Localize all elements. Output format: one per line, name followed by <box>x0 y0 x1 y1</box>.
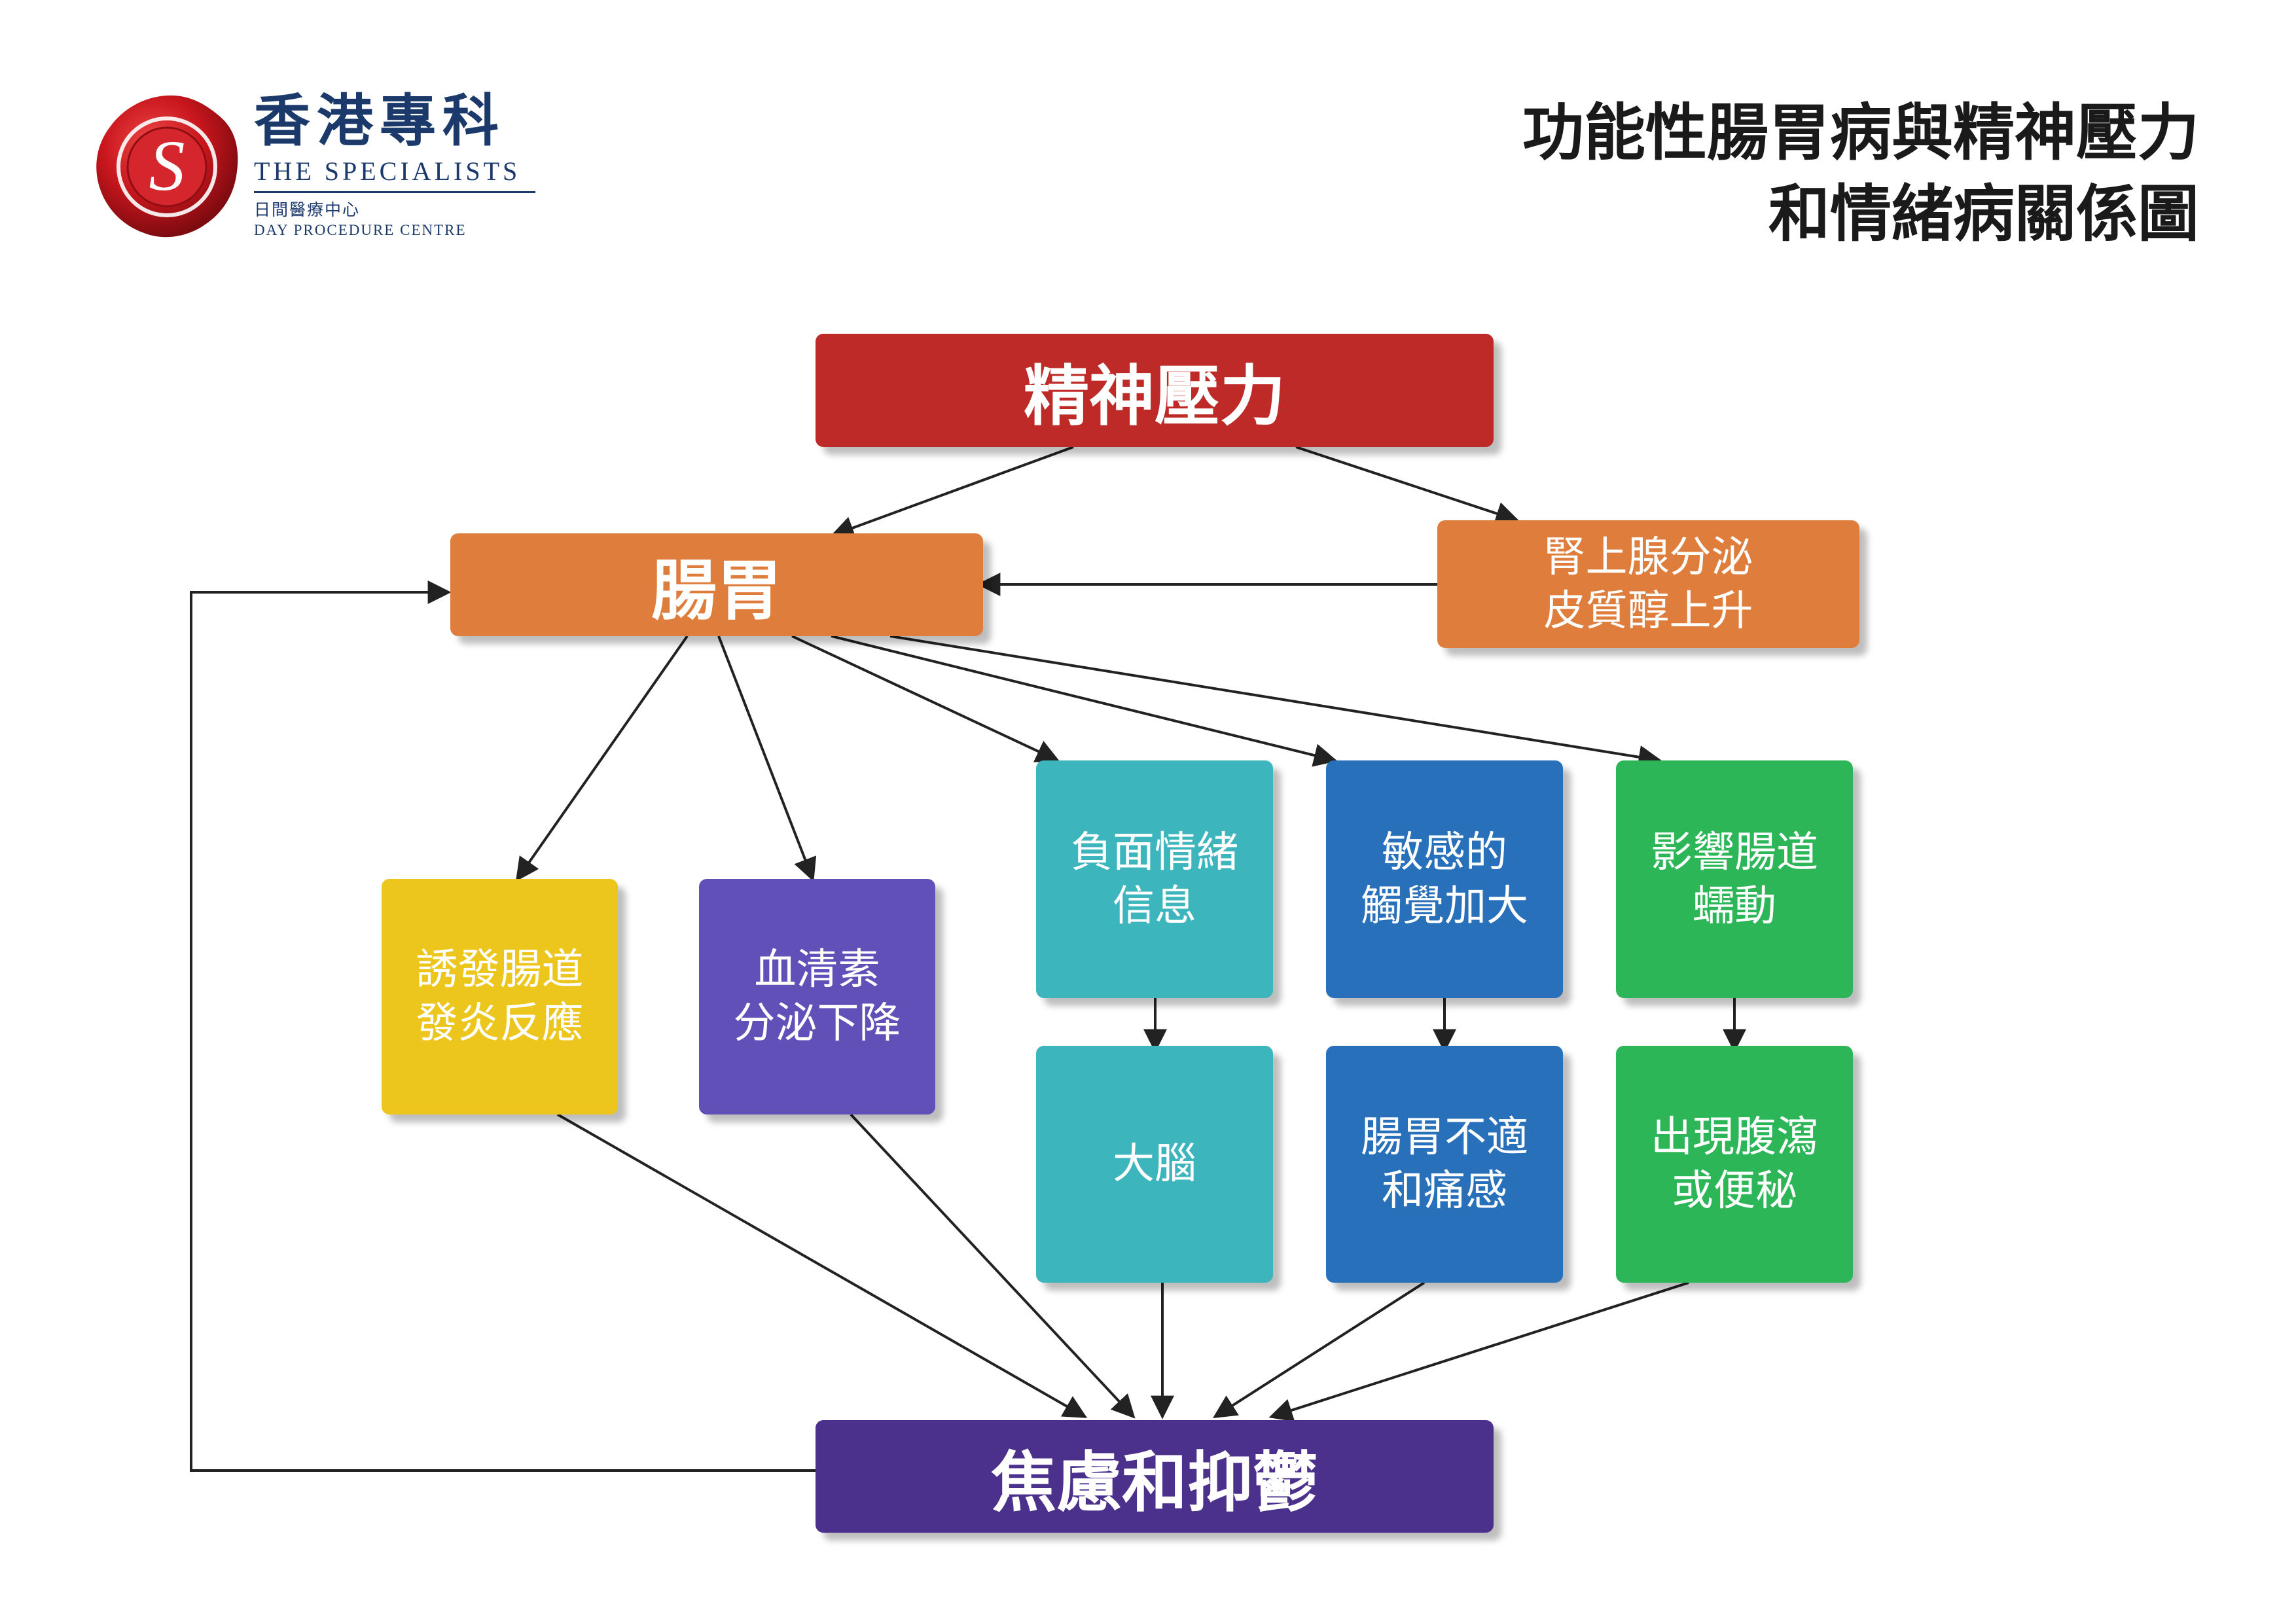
arrow-bowel-to-anxiety <box>1268 1281 1689 1422</box>
node-motility-line1: 影響腸道 <box>1651 828 1818 877</box>
node-mental-stress: 精神壓力 <box>816 334 1494 447</box>
node-bowel-line1: 出現腹瀉 <box>1651 1113 1818 1162</box>
node-bowel-line2: 或便秘 <box>1672 1167 1797 1215</box>
arrow-serotonin-to-anxiety <box>850 1113 1136 1419</box>
node-anxiety-depression: 焦慮和抑鬱 <box>816 1420 1494 1533</box>
arrow-gut-to-sensitivity <box>831 635 1338 767</box>
node-anxiety-depression-label: 焦慮和抑鬱 <box>991 1444 1318 1521</box>
wax-seal-icon: S <box>96 95 238 238</box>
arrow-gut-to-motility <box>889 635 1662 769</box>
node-mental-stress-label: 精神壓力 <box>1024 358 1285 435</box>
arrow-gut-to-serotonin <box>717 635 817 882</box>
node-negative-emotion-line1: 負面情緒 <box>1071 828 1238 877</box>
node-brain: 大腦 <box>1036 1046 1273 1283</box>
node-cortisol: 腎上腺分泌 皮質醇上升 <box>1437 520 1859 648</box>
node-gut: 腸胃 <box>450 533 983 636</box>
node-sensitivity-line2: 觸覺加大 <box>1361 882 1528 931</box>
node-negative-emotion-line2: 信息 <box>1113 882 1196 931</box>
brand-logo: S 香港專科 THE SPECIALISTS 日間醫療中心 DAY PROCED… <box>92 85 537 255</box>
node-negative-emotion: 負面情緒 信息 <box>1036 760 1273 998</box>
node-discomfort-line1: 腸胃不適 <box>1361 1113 1528 1162</box>
brand-name-english: THE SPECIALISTS <box>254 156 521 186</box>
node-sensitivity: 敏感的 觸覺加大 <box>1326 760 1563 998</box>
arrow-anxiety-feedback-to-gut <box>190 580 816 1472</box>
seal-letter: S <box>149 126 185 205</box>
node-sensitivity-line1: 敏感的 <box>1382 828 1507 877</box>
arrow-stress-to-gut <box>830 446 1074 539</box>
title-line-2: 和情緒病關係圖 <box>1768 179 2199 250</box>
node-discomfort: 腸胃不適 和痛感 <box>1326 1046 1563 1283</box>
node-discomfort-line2: 和痛感 <box>1382 1167 1507 1215</box>
node-brain-label: 大腦 <box>1113 1140 1196 1188</box>
node-gut-label: 腸胃 <box>651 552 782 629</box>
node-motility: 影響腸道 蠕動 <box>1616 760 1853 998</box>
brand-name-chinese: 香港專科 <box>254 88 505 154</box>
arrow-gut-to-negative-emotion <box>791 635 1060 762</box>
arrow-discomfort-to-anxiety <box>1212 1281 1426 1418</box>
arrow-gut-to-inflammation <box>515 635 689 882</box>
brand-subtitle-chinese: 日間醫療中心 <box>254 200 361 219</box>
node-motility-line2: 蠕動 <box>1693 882 1776 931</box>
node-inflammation-line2: 發炎反應 <box>416 999 584 1048</box>
node-inflammation-line1: 誘發腸道 <box>416 946 584 994</box>
node-serotonin-line2: 分泌下降 <box>733 999 901 1048</box>
arrow-stress-to-cortisol <box>1295 446 1520 525</box>
brand-subtitle-english: DAY PROCEDURE CENTRE <box>254 222 467 238</box>
node-cortisol-line2: 皮質醇上升 <box>1543 586 1753 635</box>
node-bowel: 出現腹瀉 或便秘 <box>1616 1046 1853 1283</box>
brand-divider <box>254 191 535 193</box>
node-inflammation: 誘發腸道 發炎反應 <box>382 879 618 1115</box>
arrow-inflammation-to-anxiety <box>557 1113 1088 1418</box>
node-serotonin-line1: 血清素 <box>754 946 880 994</box>
diagram-title: 功能性腸胃病與精神壓力 和情緒病關係圖 <box>1522 93 2199 255</box>
node-cortisol-line1: 腎上腺分泌 <box>1543 533 1753 582</box>
node-serotonin: 血清素 分泌下降 <box>699 879 935 1115</box>
title-line-1: 功能性腸胃病與精神壓力 <box>1522 98 2199 169</box>
